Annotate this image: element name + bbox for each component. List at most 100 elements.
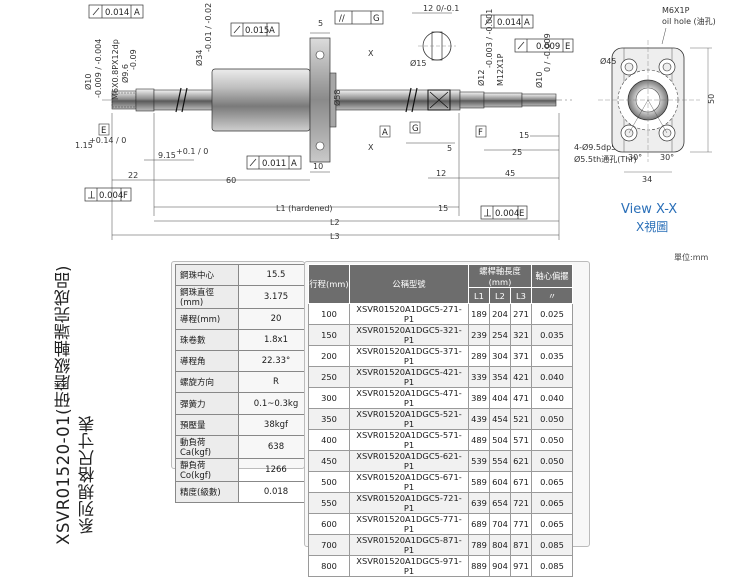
svg-text://: // bbox=[339, 14, 345, 24]
ball-screw-drawing: 0.014 A 0.015 A // G 0.014 A 0.009 E bbox=[75, 3, 716, 241]
svg-text:1.15: 1.15 bbox=[75, 141, 93, 150]
dim-l3: L3 bbox=[330, 232, 340, 241]
svg-text:Ø58: Ø58 bbox=[332, 90, 342, 106]
spec-value: 0.1~0.3kg bbox=[238, 392, 314, 415]
spec-key: 導程(mm) bbox=[175, 308, 239, 331]
header-l3: L3 bbox=[510, 287, 532, 304]
tol-frame-004-left: 0.004 F bbox=[84, 187, 132, 202]
spec-value: 3.175 bbox=[238, 285, 314, 310]
dim-phi10-left: Ø10 bbox=[83, 74, 93, 90]
svg-text:E: E bbox=[519, 209, 524, 219]
spec-row: 動負荷Ca(kgf)638 bbox=[175, 434, 314, 459]
spec-value: 20 bbox=[238, 308, 314, 331]
cell-stroke: 350 bbox=[308, 408, 350, 430]
cell-l1: 789 bbox=[468, 534, 490, 556]
datum-e-box bbox=[98, 123, 110, 136]
cell-model: XSVR01520A1DGC5-471-P1 bbox=[349, 387, 469, 409]
cell-runout: 0.050 bbox=[531, 429, 573, 451]
hole-note-1: 4-Ø9.5dp5.5, bbox=[574, 142, 626, 152]
cell-runout: 0.065 bbox=[531, 513, 573, 535]
dim-l2: L2 bbox=[330, 218, 340, 227]
spec-row: 鋼珠直徑(mm)3.175 bbox=[175, 285, 314, 310]
cell-l2: 204 bbox=[489, 303, 511, 325]
cell-l3: 571 bbox=[510, 429, 532, 451]
svg-text:15: 15 bbox=[438, 204, 448, 213]
header-runout: 軸心偏擺 bbox=[531, 264, 573, 288]
header-model: 公稱型號 bbox=[349, 264, 469, 304]
cell-l2: 704 bbox=[489, 513, 511, 535]
svg-text:10: 10 bbox=[313, 162, 323, 171]
svg-text:F: F bbox=[123, 191, 128, 201]
header-runout-symbol: 〃 bbox=[531, 287, 573, 304]
cell-stroke: 550 bbox=[308, 492, 350, 514]
cell-l2: 254 bbox=[489, 324, 511, 346]
screw-shaft bbox=[335, 87, 557, 113]
cell-runout: 0.085 bbox=[531, 555, 573, 577]
cell-l1: 489 bbox=[468, 429, 490, 451]
svg-text:0.004: 0.004 bbox=[495, 209, 519, 219]
cell-l1: 539 bbox=[468, 450, 490, 472]
cell-runout: 0.085 bbox=[531, 534, 573, 556]
svg-text:0.011: 0.011 bbox=[262, 159, 286, 169]
svg-text:+0.14 / 0: +0.14 / 0 bbox=[89, 136, 126, 145]
datum-a-box bbox=[379, 125, 391, 138]
cell-runout: 0.050 bbox=[531, 408, 573, 430]
cell-model: XSVR01520A1DGC5-571-P1 bbox=[349, 429, 469, 451]
tol-frame-015: 0.015 A bbox=[230, 22, 280, 37]
tol-frame-004-right: 0.004 E bbox=[480, 205, 528, 220]
cell-l3: 621 bbox=[510, 450, 532, 472]
tol-frame-014-left: 0.014 A bbox=[88, 4, 144, 19]
svg-text:Ø10: Ø10 bbox=[534, 72, 544, 88]
svg-text:5: 5 bbox=[447, 144, 452, 153]
cell-stroke: 600 bbox=[308, 513, 350, 535]
cell-l3: 671 bbox=[510, 471, 532, 493]
cell-model: XSVR01520A1DGC5-771-P1 bbox=[349, 513, 469, 535]
svg-text:45: 45 bbox=[505, 169, 515, 178]
break-mark-left bbox=[175, 87, 188, 113]
end-detail-circle bbox=[418, 31, 456, 61]
cell-l3: 321 bbox=[510, 324, 532, 346]
datum-f-box bbox=[475, 125, 487, 138]
cell-model: XSVR01520A1DGC5-971-P1 bbox=[349, 555, 469, 577]
side-title-line1: XSVR01520-01(研磨級軸端完成品) bbox=[54, 265, 73, 545]
cell-l3: 421 bbox=[510, 366, 532, 388]
cell-runout: 0.050 bbox=[531, 450, 573, 472]
view-subtitle: X視圖 bbox=[636, 219, 668, 234]
cell-l1: 439 bbox=[468, 408, 490, 430]
cell-l2: 404 bbox=[489, 387, 511, 409]
svg-text:-0.003 / -0.001: -0.003 / -0.001 bbox=[485, 9, 494, 68]
spec-key: 靜負荷Co(kgf) bbox=[175, 457, 239, 482]
cell-stroke: 150 bbox=[308, 324, 350, 346]
spec-value: 22.33° bbox=[238, 350, 314, 373]
cell-l2: 604 bbox=[489, 471, 511, 493]
header-l2: L2 bbox=[489, 287, 511, 304]
spec-key: 鋼珠中心 bbox=[175, 263, 239, 287]
cell-runout: 0.035 bbox=[531, 324, 573, 346]
svg-text:60: 60 bbox=[226, 176, 236, 185]
svg-text:0.015: 0.015 bbox=[245, 26, 269, 36]
svg-text:0 / -0.009: 0 / -0.009 bbox=[543, 33, 552, 72]
cell-stroke: 250 bbox=[308, 366, 350, 388]
tol-frame-011: 0.011 A bbox=[246, 155, 302, 170]
svg-text:30°: 30° bbox=[660, 153, 674, 162]
svg-text:-0.01 / -0.02: -0.01 / -0.02 bbox=[204, 3, 213, 52]
cell-stroke: 450 bbox=[308, 450, 350, 472]
cell-model: XSVR01520A1DGC5-521-P1 bbox=[349, 408, 469, 430]
section-x-bottom: X bbox=[368, 143, 374, 152]
cell-l1: 639 bbox=[468, 492, 490, 514]
svg-text:Ø15: Ø15 bbox=[410, 58, 426, 68]
cell-l3: 471 bbox=[510, 387, 532, 409]
